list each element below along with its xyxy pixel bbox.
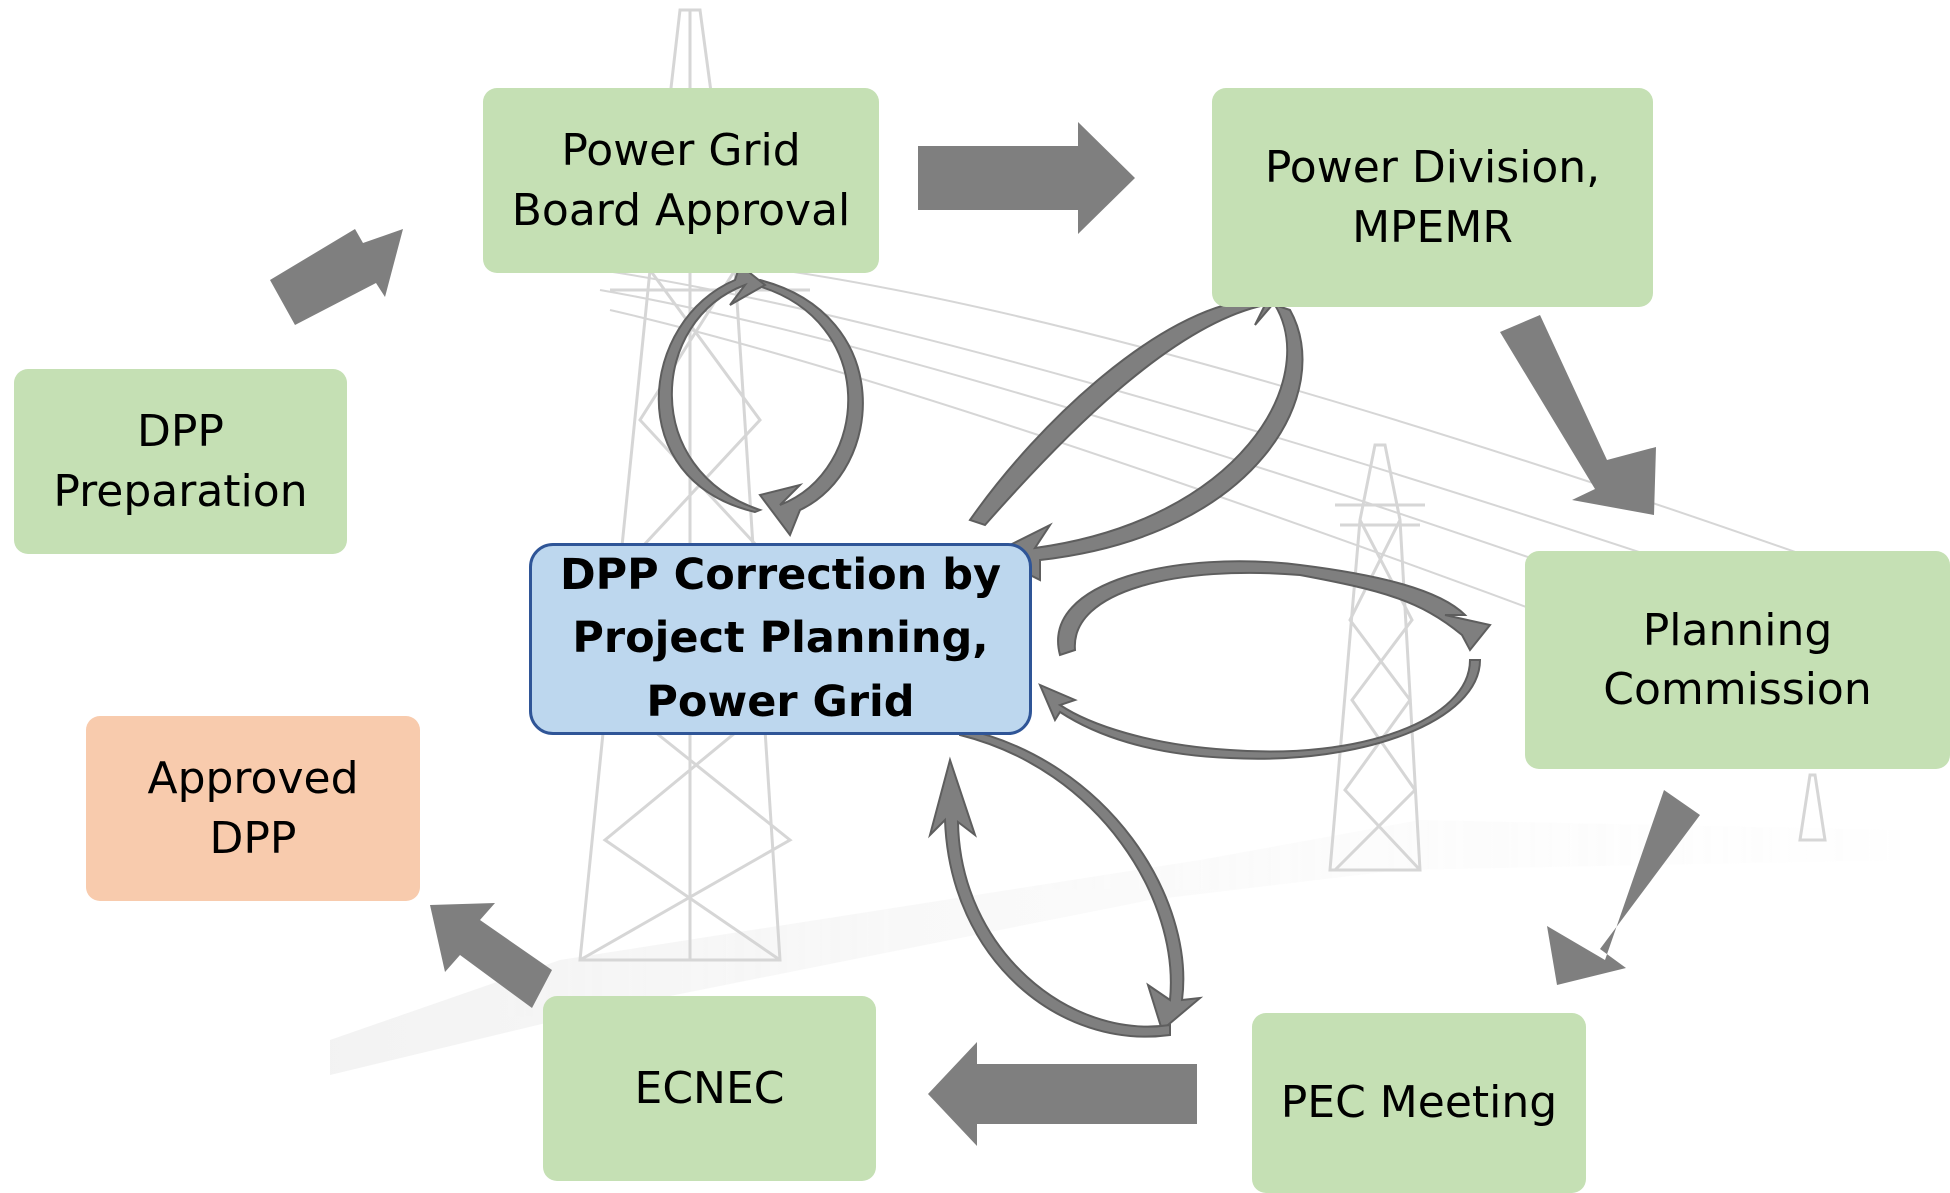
power-grid-board-approval-box: Power Grid Board Approval: [483, 88, 879, 273]
main-flow-arrows: [270, 122, 1700, 1146]
power-division-box: Power Division, MPEMR: [1212, 88, 1653, 307]
arrow-preparation-to-board: [270, 229, 403, 325]
pec-meeting-box: PEC Meeting: [1252, 1013, 1586, 1193]
loop-pec-down-arrow: [959, 726, 1204, 1032]
dpp-correction-box: DPP Correction by Project Planning, Powe…: [529, 543, 1032, 735]
approved-dpp-box: Approved DPP: [86, 716, 420, 901]
arrow-pec-to-ecnec: [928, 1042, 1197, 1146]
planning-commission-box: Planning Commission: [1525, 551, 1950, 769]
ecnec-box: ECNEC: [543, 996, 876, 1181]
loop-planning-right-arrow: [1057, 560, 1492, 657]
loop-pec-up-arrow: [928, 756, 1171, 1038]
dpp-preparation-box: DPP Preparation: [14, 369, 347, 554]
loop-board-down-arrow: [753, 278, 864, 538]
arrow-division-to-planning: [1500, 315, 1656, 515]
arrow-ecnec-to-approved: [430, 903, 552, 1008]
arrow-board-to-division: [918, 122, 1135, 234]
arrow-planning-to-pec: [1547, 790, 1700, 985]
loop-division-up-arrow: [968, 288, 1288, 527]
loop-planning-left-arrow: [1038, 659, 1482, 760]
